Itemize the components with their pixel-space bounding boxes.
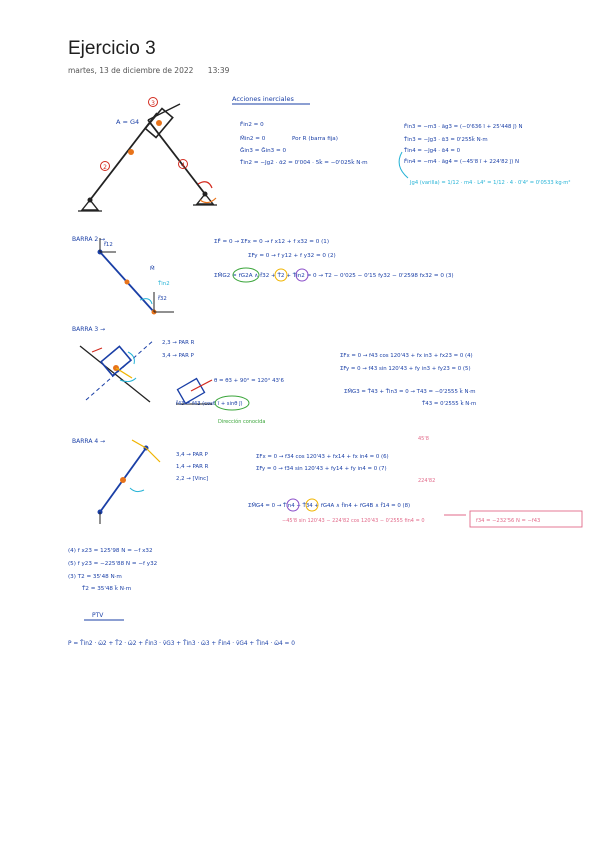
section2-eqs: ΣF̄ = 0 → ΣFx = 0 → f x12 + f x32 = 0 (1… [214, 238, 454, 283]
label-m2: M̄ [150, 265, 155, 272]
results-block: (4) f x23 = 125'98 N = −f x32 (5) f y23 … [68, 548, 157, 592]
section3-side-notes: 2,3 → PAR R 3,4 → PAR P [162, 340, 195, 359]
eq2-3: ΣM̄G2 = r̄G2A ∧ f̄32 + T̄2 + T̄in2 = 0 →… [214, 272, 454, 279]
barra3-diagram [79, 339, 155, 403]
boxed-result [469, 510, 583, 528]
mechanism-figure: 3 2 4 A = G4 [78, 97, 217, 212]
label-f32: f⃗32 [158, 294, 167, 302]
pink-note-3: −45'8 sin 120'43 − 224'82 cos 120'43 − 0… [282, 518, 425, 524]
section4-eqs: ΣFx = 0 → f34 cos 120'43 + fx14 + fx in4… [248, 454, 410, 512]
eq-fin2: F̄in2 = 0 [240, 121, 264, 128]
g2-point [128, 149, 134, 155]
eq-tin4: T̄in4 = −Jg4 · ᾱ4 = 0 [403, 147, 461, 154]
barra2-diagram: f⃗12 f⃗32 M̄ T̄in2 [97, 238, 174, 315]
eq-left-note: Por R (barra fija) [292, 136, 338, 142]
section4-pink-notes: 45'8 224'82 −45'8 sin 120'43 − 224'82 co… [282, 436, 466, 524]
page-time: 13:39 [207, 66, 230, 75]
eq-fin4: F̄in4 = −m4 · āg4 = (−45'8 ī + 224'82 j̄… [404, 158, 519, 165]
link-4 [147, 119, 206, 195]
ground-support-left [80, 198, 100, 211]
slider-block [144, 107, 174, 139]
eq2-2: ΣFy = 0 → f y12 + f y32 = 0 (2) [248, 253, 336, 259]
section1-right-eqs: F̄in3 = −m3 · āg3 = (−0'636 ī + 25'448 j… [398, 123, 570, 186]
section1-left-eqs: F̄in2 = 0 M̄in2 = 0 Ḡin3 = Ḡin3 = 0 T̄in… [239, 121, 368, 166]
barra4-diagram [97, 439, 161, 524]
eq-tin3: T̄in3 = −Jg3 · ᾱ3 = 0'255k̄ N·m [403, 136, 488, 143]
node-label-2: 2 [103, 164, 107, 171]
eq4-8: ΣM̄G4 = 0 → T̄in4 + T̄34 + r̄G4A ∧ f̄in4… [248, 502, 410, 509]
page-timestamp: martes, 13 de diciembre de 2022 13:39 [68, 66, 229, 75]
s4-note-3: 2,2 → [Vinc] [176, 476, 208, 482]
node-label-4: 4 [181, 162, 185, 169]
eq4-6: ΣFx = 0 → f34 cos 120'43 + fx14 + fx in4… [256, 454, 389, 460]
eq-gin3: Ḡin3 = Ḡin3 = 0 [240, 147, 286, 154]
fig-label-a: A = G4 [116, 118, 139, 126]
label-tin2: T̄in2 [157, 280, 170, 287]
pink-note-2: 224'82 [418, 478, 435, 484]
s4-note-2: 1,4 → PAR R [176, 464, 209, 470]
eq-tin2: T̄in2 = −Jg2 · ᾱ2 = 0'004 · 5k̄ = −0'025… [239, 159, 368, 166]
jg4-note: Jg4 (varilla) = 1/12 · m4 · L4² = 1/12 ·… [409, 180, 570, 186]
section3-heading: BARRA 3 → [72, 326, 105, 333]
ptv-heading: PTV [92, 612, 104, 619]
section2-heading: BARRA 2 → [72, 236, 105, 243]
label-f12: f⃗12 [104, 240, 113, 248]
s4-note-1: 3,4 → PAR P [176, 452, 209, 458]
page-title: Ejercicio 3 [68, 38, 156, 59]
s3-note-2: 3,4 → PAR P [162, 353, 195, 359]
result-t2: T̄2 = 35'48 k̄ N·m [81, 585, 131, 592]
barra3-decomp: θ = θ3 + 90° = 120° 43'6 f̄43 = f43 (cos… [176, 377, 284, 425]
ground-support-right [195, 192, 215, 205]
result-3: (3) T2 = 35'48 N·m [68, 574, 122, 580]
page-date: martes, 13 de diciembre de 2022 [68, 66, 194, 75]
decomp-eq: f̄43 = f43 (cosθ ī + sinθ j̄) [176, 400, 243, 407]
result-5: (5) f y23 = −225'88 N = −f y32 [68, 561, 157, 567]
boxed-result-text: f34 = −232'56 N = −f43 [476, 518, 540, 524]
eq-min2: M̄in2 = 0 [240, 135, 266, 142]
section3-eqs: ΣFx = 0 → f43 cos 120'43 + fx in3 + fx23… [340, 353, 476, 407]
section4-side-notes: 3,4 → PAR P 1,4 → PAR R 2,2 → [Vinc] [176, 452, 209, 482]
eq3-4: ΣFx = 0 → f43 cos 120'43 + fx in3 + fx23… [340, 353, 473, 359]
eq-fin3: F̄in3 = −m3 · āg3 = (−0'636 ī + 25'448 j… [404, 123, 523, 130]
pink-note-1: 45'8 [418, 436, 429, 442]
eq3-moment: ΣM̄G3 = T̄43 + T̄in3 = 0 → T43 = −0'2555… [344, 388, 475, 395]
section4-heading: BARRA 4 → [72, 438, 105, 445]
result-4: (4) f x23 = 125'98 N = −f x32 [68, 548, 153, 554]
section1-heading: Acciones inerciales [232, 95, 294, 103]
node-label-3: 3 [151, 100, 155, 107]
eq3-result: T̄43 = 0'2555 k̄ N·m [421, 400, 476, 407]
ptv-equation: P = T̄in2 · ω̄2 + T̄2 · ω̄2 + F̄in3 · v̄… [68, 640, 295, 647]
decomp-note: Dirección conocida [218, 418, 265, 425]
eq2-1: ΣF̄ = 0 → ΣFx = 0 → f x12 + f x32 = 0 (1… [214, 238, 329, 245]
angle-note: θ = θ3 + 90° = 120° 43'6 [214, 378, 284, 384]
s3-note-1: 2,3 → PAR R [162, 340, 195, 346]
eq4-7: ΣFy = 0 → f34 sin 120'43 + fy14 + fy in4… [256, 466, 387, 472]
eq3-5: ΣFy = 0 → f43 sin 120'43 + fy in3 + fy23… [340, 366, 471, 372]
g3-point [156, 120, 162, 126]
